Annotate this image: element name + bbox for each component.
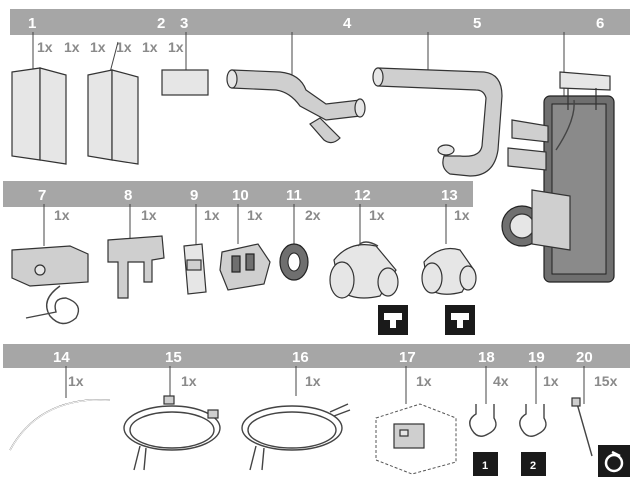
part-number-11: 11 — [286, 187, 302, 204]
clip-type-badge-label: 1 — [482, 460, 488, 472]
quantity-19: 1x — [543, 373, 559, 389]
part-number-2: 2 — [157, 15, 165, 32]
u-pipe-icon — [373, 32, 502, 176]
quantity-16: 1x — [305, 373, 321, 389]
part-number-3: 3 — [180, 15, 188, 32]
pump-heat-exchanger-icon — [502, 32, 614, 282]
quantity-20: 15x — [594, 373, 618, 389]
quantity-6: 1x — [168, 39, 184, 55]
coiled-cable-icon — [242, 366, 350, 470]
part-number-10: 10 — [232, 187, 249, 204]
part-number-15: 15 — [165, 349, 182, 366]
quantity-4: 1x — [116, 39, 132, 55]
cable-tie-icon — [572, 366, 592, 456]
quantity-11: 2x — [305, 207, 321, 223]
quantity-12: 1x — [369, 207, 385, 223]
tee-fitting-large-icon — [330, 204, 398, 298]
part-number-13: 13 — [441, 187, 458, 204]
part-number-20: 20 — [576, 349, 593, 366]
part-number-7: 7 — [38, 187, 46, 204]
part-number-9: 9 — [190, 187, 198, 204]
quantity-14: 1x — [68, 373, 84, 389]
controller-box-with-sensor-icon — [12, 204, 88, 324]
clip-type-badge-label: 2 — [530, 460, 536, 472]
part-number-1: 1 — [28, 15, 36, 32]
bent-pipe-icon — [227, 32, 365, 143]
quantity-13: 1x — [454, 207, 470, 223]
sealing-ring-icon — [280, 204, 308, 280]
connector-plug-icon — [184, 204, 206, 294]
part-number-14: 14 — [53, 349, 70, 366]
quantity-10: 1x — [247, 207, 263, 223]
quantity-9: 1x — [204, 207, 220, 223]
header-bar-row-1 — [10, 9, 630, 35]
quantity-15: 1x — [181, 373, 197, 389]
quantity-7: 1x — [54, 207, 70, 223]
coiled-cable-icon — [124, 366, 220, 470]
part-number-16: 16 — [292, 349, 309, 366]
part-number-18: 18 — [478, 349, 495, 366]
part-number-6: 6 — [596, 15, 604, 32]
part-number-12: 12 — [354, 187, 371, 204]
quantity-17: 1x — [416, 373, 432, 389]
quantity-3: 1x — [90, 39, 106, 55]
part-number-5: 5 — [473, 15, 481, 32]
part-number-8: 8 — [124, 187, 132, 204]
curved-tube-icon — [10, 366, 110, 450]
part-number-4: 4 — [343, 15, 352, 32]
instruction-booklet-icon — [88, 42, 138, 164]
quantity-5: 1x — [142, 39, 158, 55]
quantity-2: 1x — [64, 39, 80, 55]
quantity-1: 1x — [37, 39, 53, 55]
part-number-17: 17 — [399, 349, 416, 366]
part-number-19: 19 — [528, 349, 545, 366]
quantity-8: 1x — [141, 207, 157, 223]
quantity-18: 4x — [493, 373, 509, 389]
